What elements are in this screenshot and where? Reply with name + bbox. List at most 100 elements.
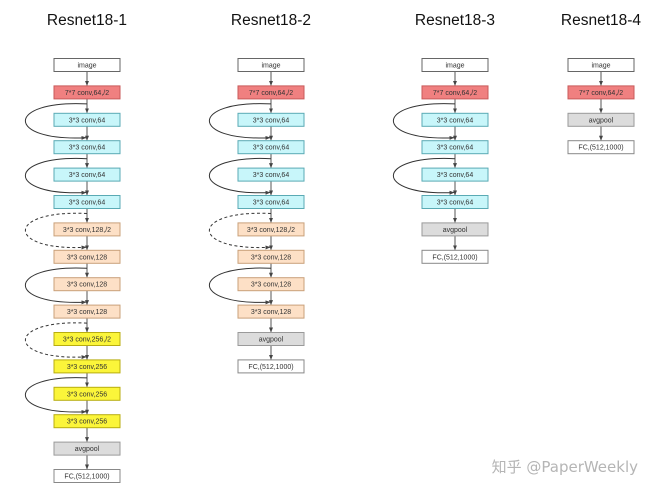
layer-label: 7*7 conv,64,/2 [579, 90, 623, 97]
layer-label: avgpool [443, 227, 468, 234]
layer-label: 3*3 conv,64 [437, 145, 474, 152]
layer-label: 3*3 conv,64 [253, 172, 290, 179]
layer-box-fc: FC,(512,1000) [237, 359, 305, 374]
layer-box-conv256: 3*3 conv,256 [53, 386, 121, 401]
network-title: Resnet18-3 [415, 12, 495, 29]
identity-skip-connection [209, 157, 272, 195]
layer-rect [421, 167, 489, 182]
layer-rect [53, 58, 121, 72]
identity-skip-connection [25, 103, 88, 140]
layer-box-image: image [53, 58, 121, 72]
layer-rect [567, 58, 635, 72]
network-title: Resnet18-4 [561, 12, 642, 29]
layer-label: 3*3 conv,256 [67, 364, 107, 371]
layer-box-conv64: 3*3 conv,64 [53, 167, 121, 182]
layer-label: 3*3 conv,128 [67, 309, 107, 316]
layer-rect [237, 277, 305, 292]
watermark: 知乎 @PaperWeekly [492, 458, 639, 476]
layer-rect [567, 85, 635, 100]
layer-rect [53, 441, 121, 456]
layer-label: 3*3 conv,64 [253, 200, 290, 207]
layer-box-conv256: 3*3 conv,256,/2 [53, 332, 121, 346]
layer-rect [421, 222, 489, 237]
layer-rect [237, 195, 305, 209]
downsample-skip-connection [25, 212, 88, 250]
layer-label: 3*3 conv,64 [69, 172, 106, 179]
layer-label: 3*3 conv,64 [437, 172, 474, 179]
layer-box-image: image [237, 58, 305, 72]
layer-label: FC,(512,1000) [578, 145, 623, 152]
layer-rect [237, 222, 305, 237]
layer-rect [53, 140, 121, 155]
layer-label: 3*3 conv,128,/2 [63, 227, 111, 234]
layer-box-conv64: 3*3 conv,64 [237, 112, 305, 127]
layer-box-conv128: 3*3 conv,128 [237, 249, 305, 264]
identity-skip-connection [393, 103, 456, 140]
layer-label: 3*3 conv,64 [253, 145, 290, 152]
layer-box-conv128: 3*3 conv,128,/2 [53, 222, 121, 237]
layer-box-conv7: 7*7 conv,64,/2 [237, 85, 305, 100]
layer-rect [421, 249, 489, 264]
layer-rect [237, 304, 305, 319]
layer-rect [53, 359, 121, 374]
network-column-2: Resnet18-2 image 7*7 conv,64,/2 3*3 conv,64… [209, 12, 311, 374]
layer-label: 3*3 conv,128 [251, 282, 291, 289]
layer-label: 3*3 conv,128 [251, 309, 291, 316]
layer-label: 7*7 conv,64,/2 [249, 90, 293, 97]
downsample-skip-connection [25, 322, 88, 360]
layer-rect [237, 140, 305, 155]
layer-box-conv64: 3*3 conv,64 [237, 140, 305, 155]
layer-rect [567, 112, 635, 127]
layer-rect [237, 332, 305, 346]
layer-label: FC,(512,1000) [64, 474, 109, 481]
layer-label: FC,(512,1000) [248, 364, 293, 371]
layer-label: avgpool [589, 117, 614, 124]
layer-box-fc: FC,(512,1000) [567, 140, 635, 155]
layer-rect [53, 222, 121, 237]
layer-rect [53, 414, 121, 429]
layer-box-pool: avgpool [421, 222, 489, 237]
network-title: Resnet18-1 [47, 12, 127, 29]
layer-label: 7*7 conv,64,/2 [65, 90, 109, 97]
layer-rect [237, 112, 305, 127]
layer-box-conv256: 3*3 conv,256 [53, 359, 121, 374]
layer-rect [237, 85, 305, 100]
layer-box-conv128: 3*3 conv,128 [53, 304, 121, 319]
layer-box-image: image [567, 58, 635, 72]
layer-box-conv7: 7*7 conv,64,/2 [53, 85, 121, 100]
identity-skip-connection [209, 267, 272, 305]
layer-label: 3*3 conv,64 [69, 200, 106, 207]
layer-rect [53, 277, 121, 292]
layer-rect [53, 112, 121, 127]
layer-box-conv128: 3*3 conv,128 [53, 277, 121, 292]
layer-rect [237, 249, 305, 264]
layer-label: 3*3 conv,64 [437, 117, 474, 124]
identity-skip-connection [25, 157, 88, 195]
layer-rect [237, 58, 305, 72]
layer-box-conv128: 3*3 conv,128 [237, 304, 305, 319]
layer-box-conv64: 3*3 conv,64 [237, 167, 305, 182]
layer-box-pool: avgpool [237, 332, 305, 346]
identity-skip-connection [393, 157, 456, 195]
layer-box-conv64: 3*3 conv,64 [421, 195, 489, 209]
layer-box-conv64: 3*3 conv,64 [237, 195, 305, 209]
layer-box-fc: FC,(512,1000) [421, 249, 489, 264]
layer-label: 3*3 conv,64 [437, 200, 474, 207]
layer-box-conv128: 3*3 conv,128 [53, 249, 121, 264]
layer-rect [421, 195, 489, 209]
layer-rect [53, 167, 121, 182]
layer-label: avgpool [75, 446, 100, 453]
layer-box-conv64: 3*3 conv,64 [53, 112, 121, 127]
layer-rect [53, 249, 121, 264]
layer-label: 3*3 conv,64 [69, 145, 106, 152]
layer-label: image [261, 63, 280, 70]
layer-label: 3*3 conv,128 [67, 254, 107, 261]
layer-label: 3*3 conv,256 [67, 419, 107, 426]
network-title: Resnet18-2 [231, 12, 311, 29]
layer-rect [421, 85, 489, 100]
layer-label: 3*3 conv,256,/2 [63, 337, 111, 344]
layer-box-conv7: 7*7 conv,64,/2 [421, 85, 489, 100]
layer-label: 3*3 conv,128,/2 [247, 227, 295, 234]
network-column-4: Resnet18-4 image 7*7 conv,64,/2 avgpoolFC,(… [561, 12, 642, 155]
